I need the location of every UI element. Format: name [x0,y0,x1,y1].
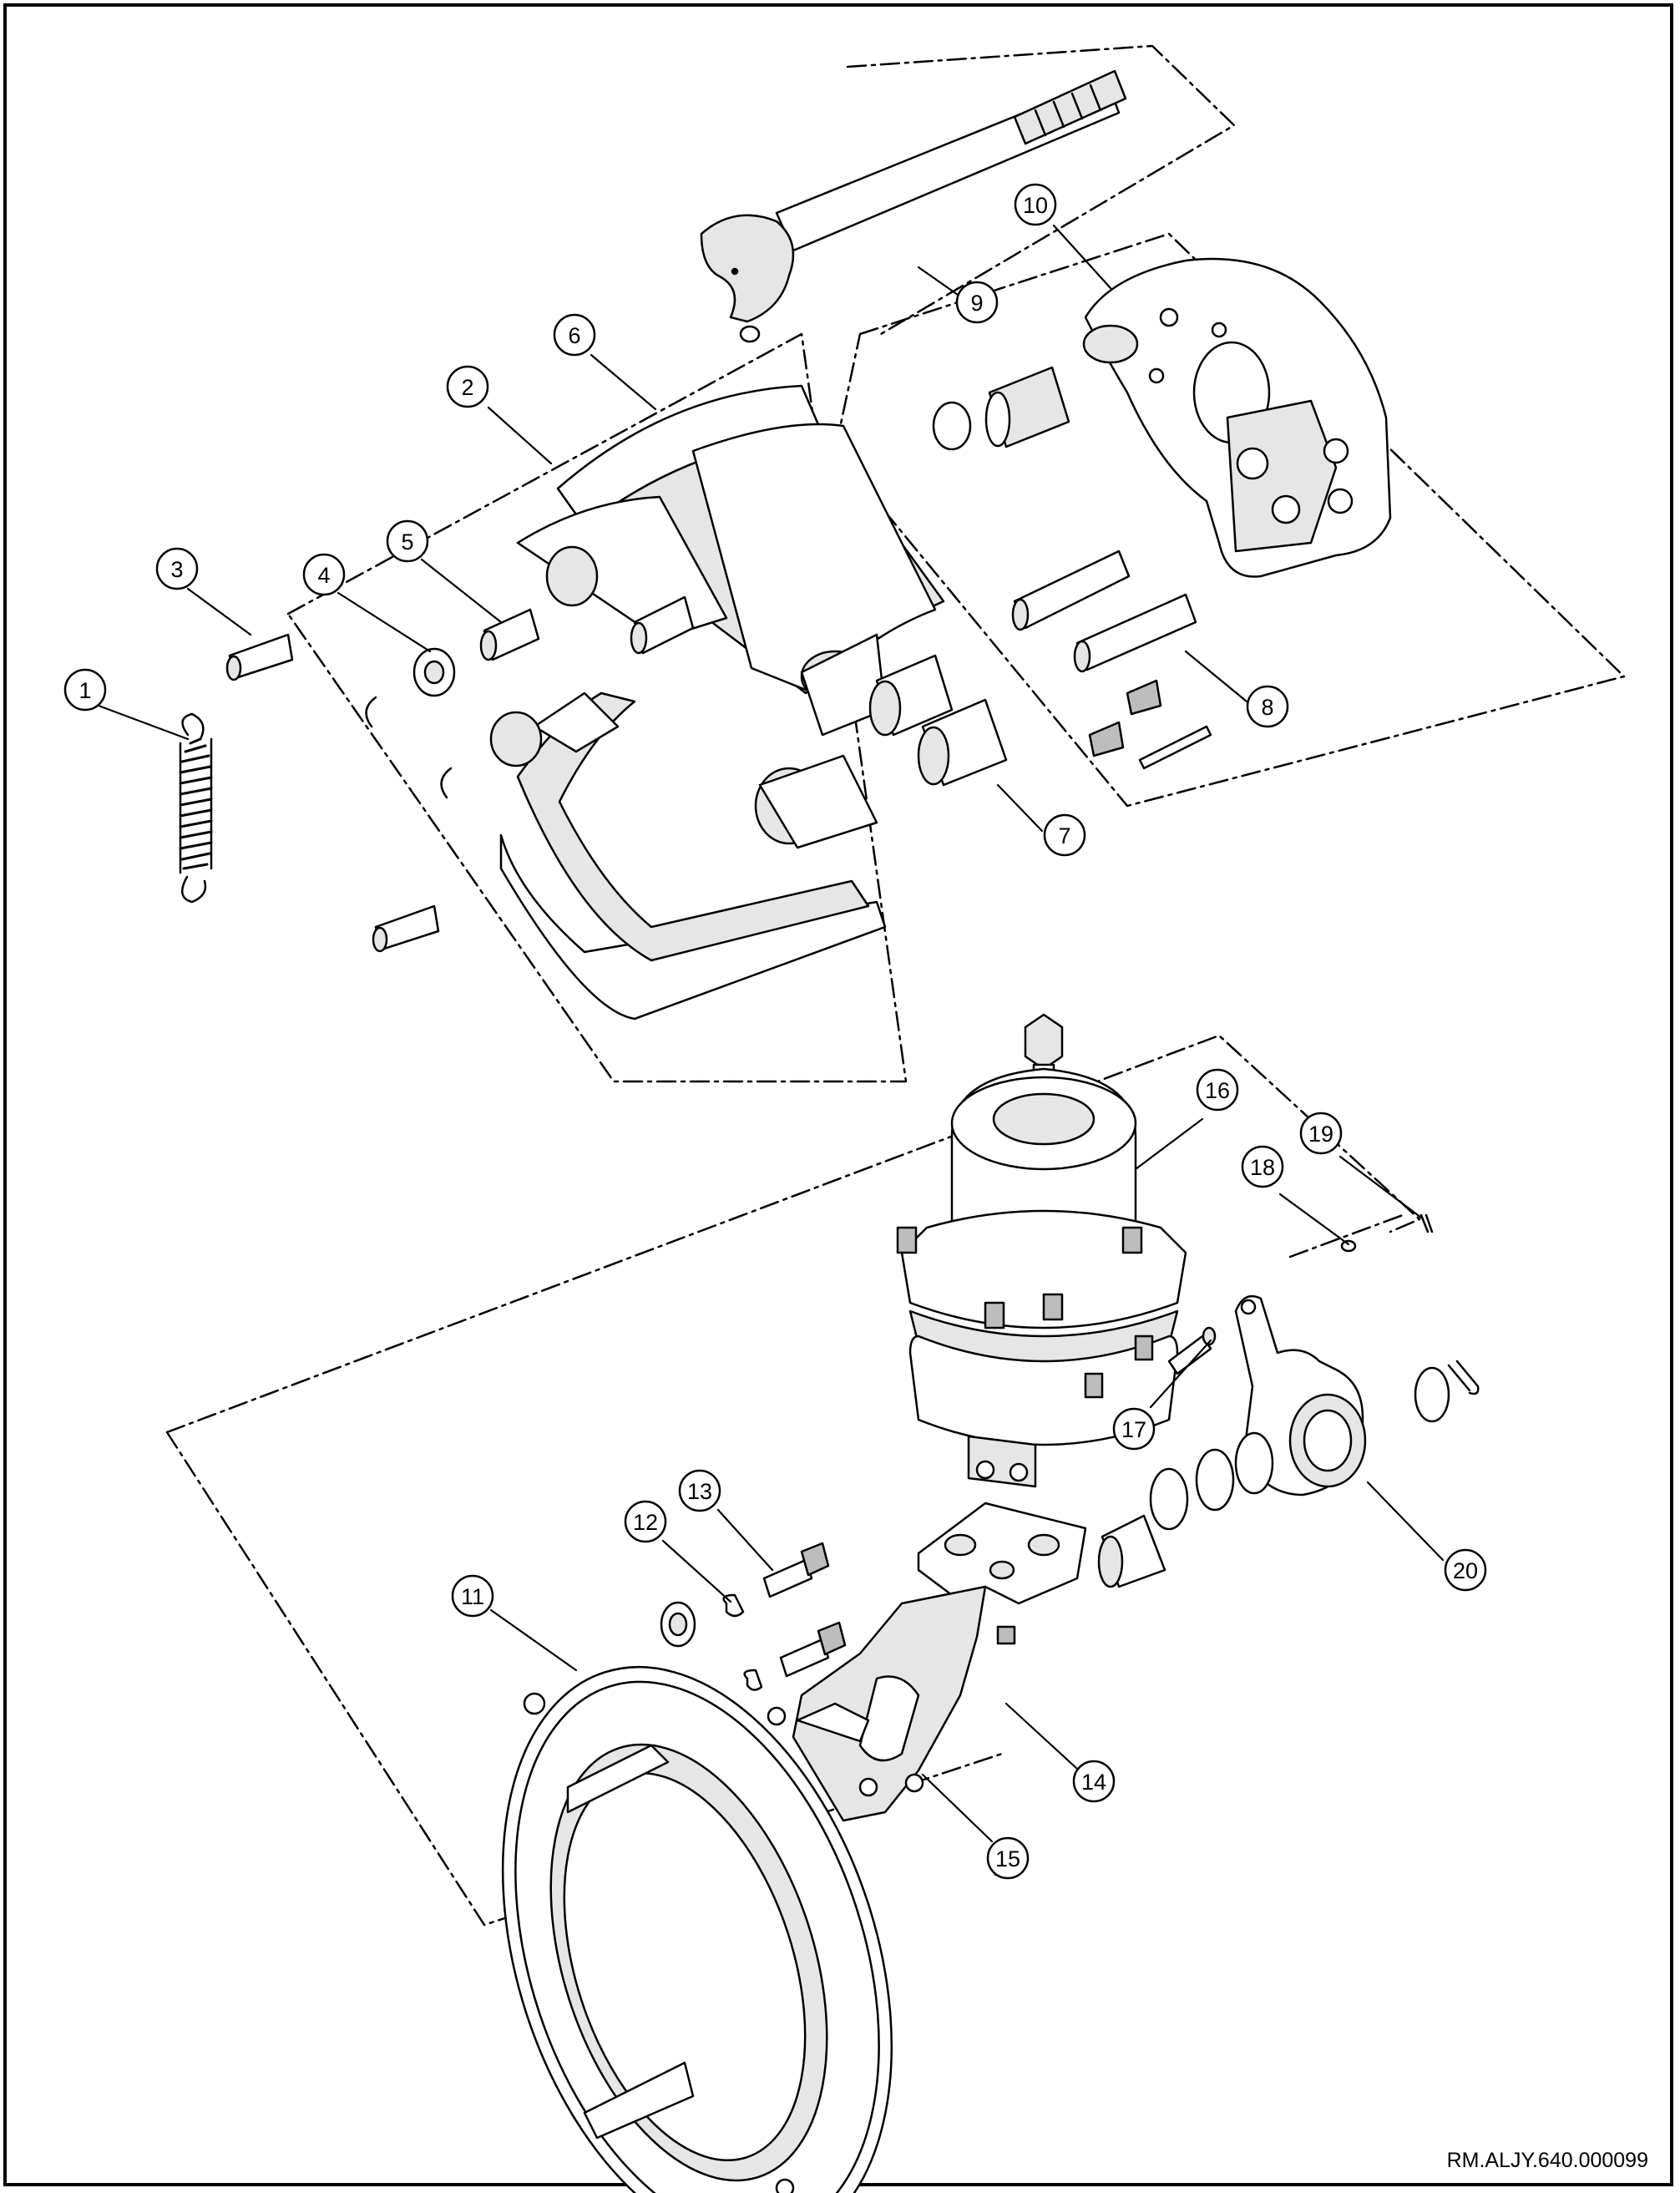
callout-circle [986,1836,1030,1880]
callout-number: 10 [1023,193,1048,218]
callout-9: 9 [955,281,999,324]
callout-number: 6 [568,323,580,348]
callout-10: 10 [1014,183,1057,226]
callout-number: 13 [687,1479,712,1504]
callout-2: 2 [446,365,489,408]
callout-number: 1 [78,678,91,703]
callout-circle [553,313,596,357]
callout-number: 16 [1205,1078,1230,1103]
callout-12: 12 [624,1500,667,1543]
callout-circle [678,1469,721,1512]
callout-circle [1444,1548,1487,1592]
callout-circle [451,1574,494,1618]
callout-number: 11 [461,1584,484,1609]
callout-3: 3 [155,547,199,590]
callout-number: 5 [401,529,413,555]
callout-leaders [97,224,1445,1843]
anchor-pins [934,367,1211,768]
upper-brake-shoe [518,386,944,735]
callout-number: 7 [1058,823,1070,848]
callout-number: 19 [1308,1122,1333,1147]
callout-circle [624,1500,667,1543]
callout-16: 16 [1196,1068,1239,1112]
callout-circle [446,365,489,408]
callout-circle [1246,685,1289,728]
callout-11: 11 [451,1574,494,1618]
chamber-bracket [793,1503,1085,1821]
callout-circle [1196,1068,1239,1112]
callout-number: 8 [1261,695,1273,720]
callout-20: 20 [1444,1548,1487,1592]
callout-17: 17 [1112,1407,1156,1451]
bolts-and-washers [661,1543,1015,1875]
callout-circle [1112,1407,1156,1451]
callout-18: 18 [1241,1145,1284,1188]
reference-code: RM.ALJY.640.000099 [1446,2149,1648,2172]
camshaft [701,71,1126,342]
callout-circle [1299,1112,1343,1155]
callout-13: 13 [678,1469,721,1512]
callout-circle [302,553,346,596]
callout-number: 14 [1081,1770,1106,1795]
spider-plate [1084,259,1390,577]
slack-adjuster [1099,1296,1478,1587]
callout-circle [955,281,999,324]
callout-circle [63,668,107,712]
rollers-and-pins [227,597,693,951]
callout-5: 5 [386,519,429,563]
callout-1: 1 [63,668,107,712]
callout-8: 8 [1246,685,1289,728]
clevis-pin-set [1169,1215,1432,1374]
callout-circle [386,519,429,563]
callout-number: 15 [995,1846,1020,1871]
callout-number: 17 [1121,1417,1146,1442]
callout-circle [1043,813,1086,857]
callout-number: 4 [317,563,330,588]
callout-circle [1241,1145,1284,1188]
callout-circle [1014,183,1057,226]
callout-number: 18 [1250,1155,1275,1180]
callout-14: 14 [1072,1760,1116,1803]
brake-chamber [898,1015,1186,1486]
bushings [870,656,1006,785]
callout-number: 3 [170,557,183,582]
callout-number: 9 [970,291,983,316]
callout-number: 20 [1453,1558,1478,1583]
lower-brake-shoe [491,693,885,1019]
callout-15: 15 [986,1836,1030,1880]
dust-shield [433,1617,960,2193]
callout-7: 7 [1043,813,1086,857]
callout-number: 12 [633,1510,658,1535]
callout-19: 19 [1299,1112,1343,1155]
callout-circle [155,547,199,590]
callout-4: 4 [302,553,346,596]
callout-number: 2 [461,375,473,400]
callout-circle [1072,1760,1116,1803]
return-spring [180,714,211,902]
callout-6: 6 [553,313,596,357]
